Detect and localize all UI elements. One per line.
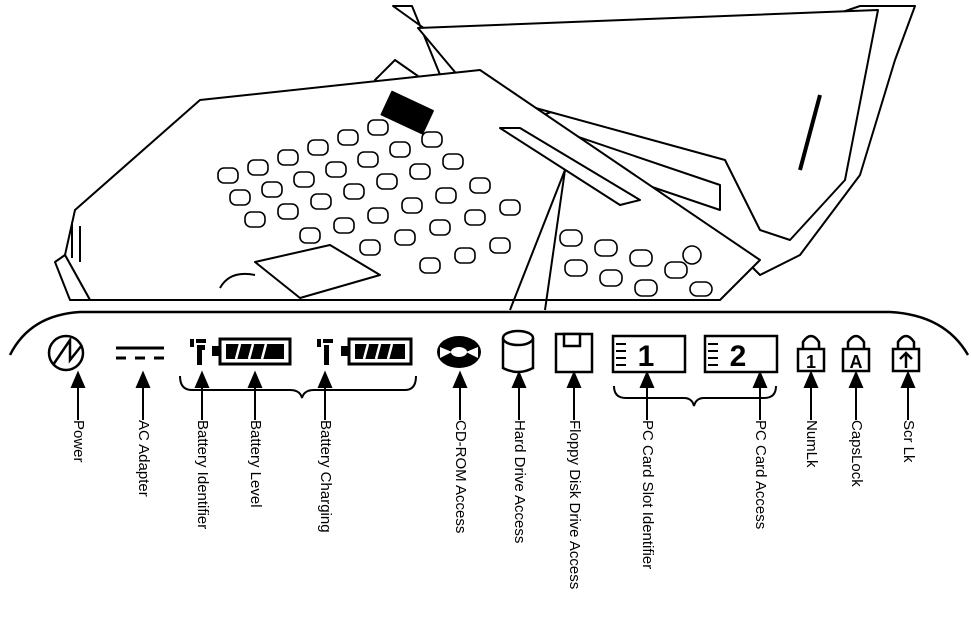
num-lock-icon: 1	[796, 334, 826, 373]
callout-lines	[509, 169, 566, 311]
label-capslock: CapsLock	[848, 420, 865, 487]
dc-current-icon	[116, 346, 164, 360]
label-pc-card-slot-identifier: PC Card Slot Identifier	[639, 420, 656, 570]
indicator-panel-outline	[8, 310, 970, 356]
battery-number-icon	[190, 339, 206, 365]
laptop-illustration	[54, 5, 916, 301]
cd-rom-icon	[437, 336, 481, 368]
hard-drive-icon	[501, 329, 535, 374]
power-icon	[47, 334, 85, 372]
label-pc-card-access: PC Card Access	[752, 420, 769, 530]
caps-lock-glyph: A	[850, 352, 863, 372]
label-cdrom-access: CD-ROM Access	[452, 420, 469, 534]
pc-card-slot-2-number: 2	[730, 340, 747, 373]
keyboard-keys	[217, 119, 713, 297]
num-lock-glyph: 1	[806, 352, 816, 372]
pc-card-slot-2-icon: 2	[703, 334, 779, 374]
label-ac-adapter: AC Adapter	[135, 420, 152, 497]
battery-level-icon	[212, 337, 292, 366]
label-battery-level: Battery Level	[247, 420, 264, 508]
label-floppy-access: Floppy Disk Drive Access	[566, 420, 583, 590]
label-battery-charging: Battery Charging	[317, 420, 334, 533]
label-battery-identifier: Battery Identifier	[194, 420, 211, 530]
caps-lock-icon: A	[841, 334, 871, 373]
pc-card-slot-1-number: 1	[638, 340, 655, 373]
label-power: Power	[70, 420, 87, 463]
pc-card-group-bracket	[613, 385, 777, 407]
label-hard-drive-access: Hard Drive Access	[511, 420, 528, 544]
label-scrlk: Scr Lk	[900, 420, 917, 463]
pc-card-slot-1-icon: 1	[611, 334, 687, 374]
floppy-disk-icon	[554, 332, 594, 374]
battery-group-bracket	[179, 375, 417, 399]
indicator-arrows	[70, 370, 916, 420]
scroll-lock-icon	[891, 334, 921, 373]
label-numlk: NumLk	[803, 420, 820, 468]
battery-charging-icon	[317, 337, 413, 366]
